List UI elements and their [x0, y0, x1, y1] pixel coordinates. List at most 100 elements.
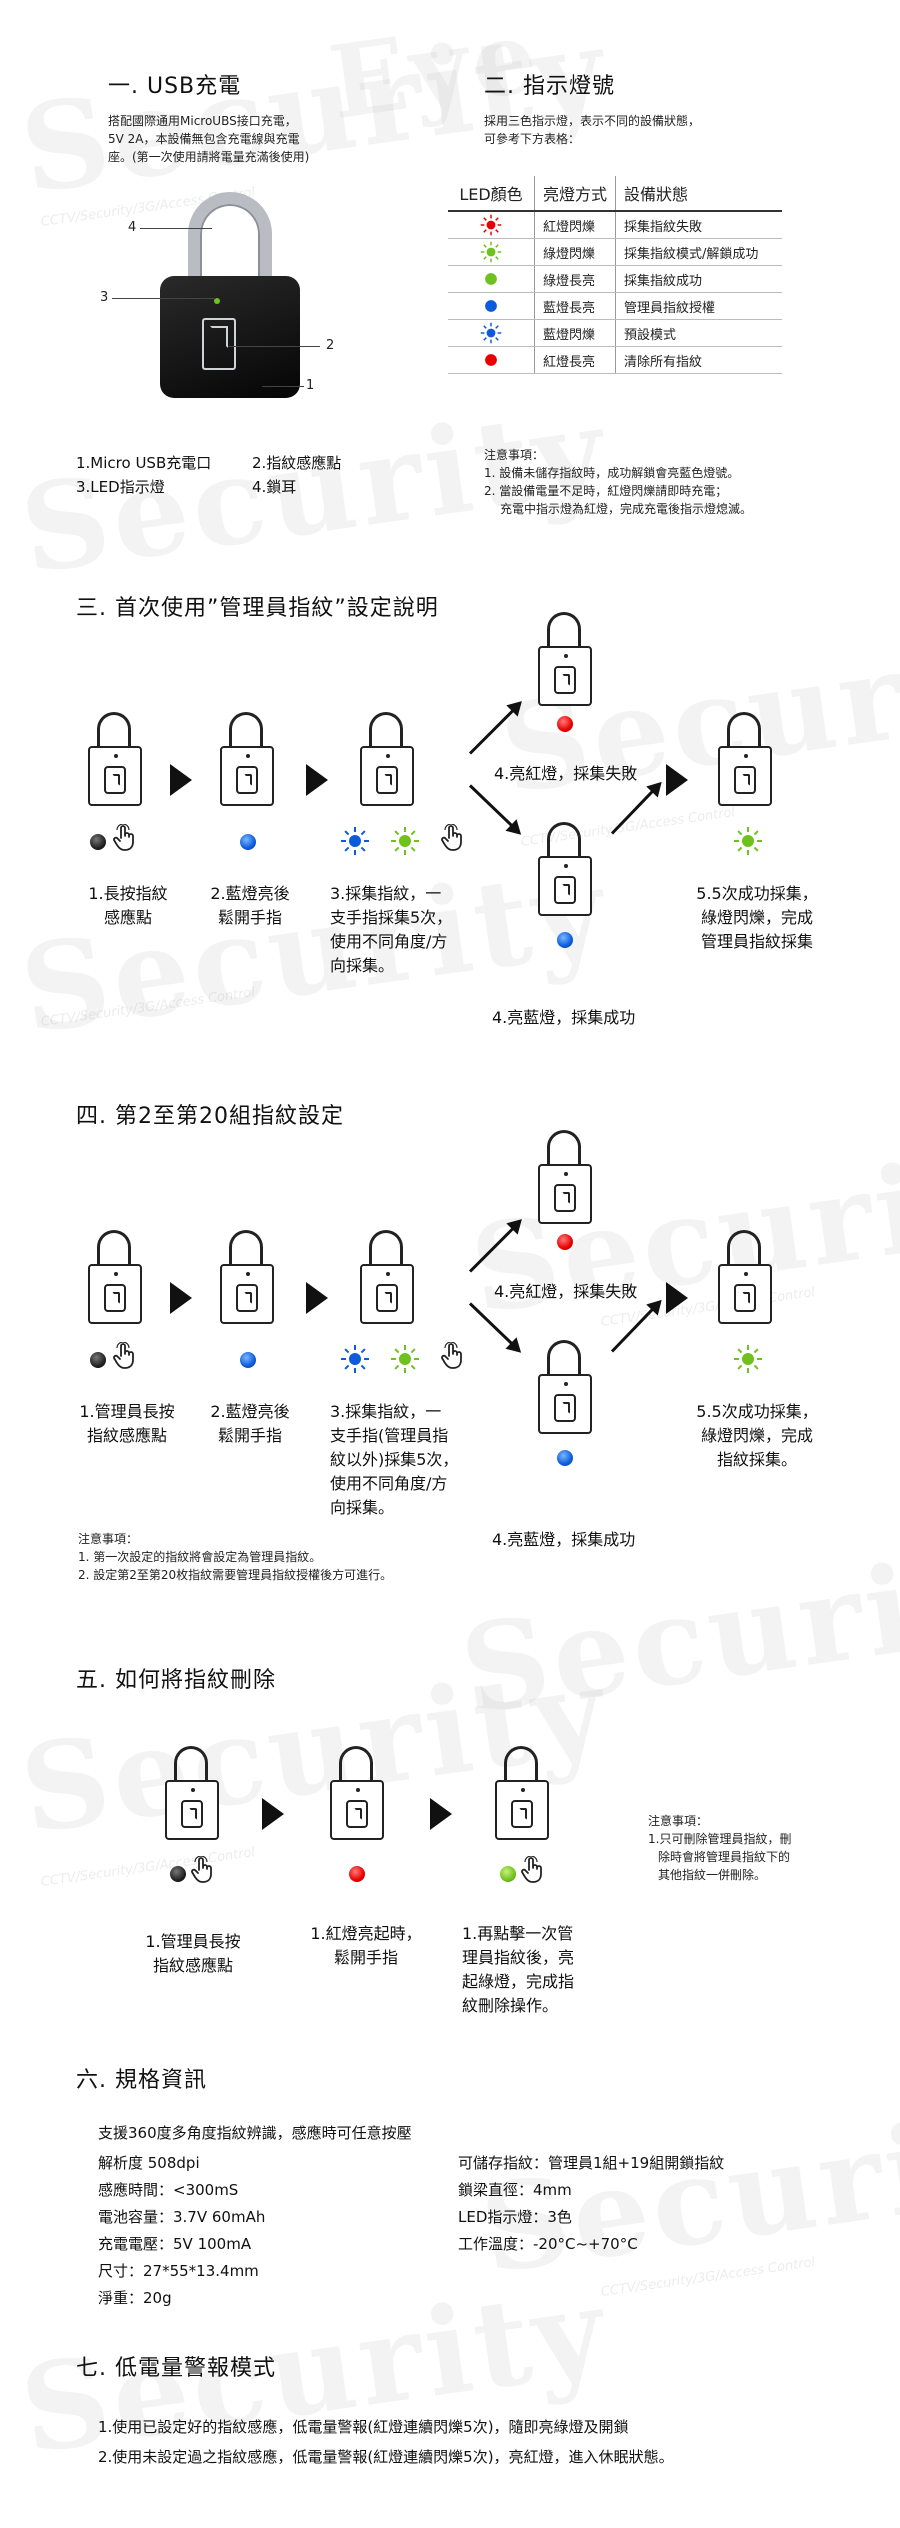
led-flash-icon: [733, 1344, 763, 1374]
led-mode-cell: 紅燈長亮: [533, 346, 616, 374]
lock-body: [88, 1264, 142, 1324]
padlock-icon: [718, 1230, 772, 1326]
s5-step-1-label: 1.管理員長按指紋感應點: [145, 1932, 241, 1975]
fingerprint-icon: [236, 766, 258, 794]
padlock-icon: [88, 712, 142, 808]
s4-step-2-label: 2.藍燈亮後鬆開手指: [210, 1402, 290, 1445]
fingerprint-icon: [554, 1394, 576, 1422]
spec-item: 充電電壓：5V 100mA: [98, 2235, 252, 2253]
s3-success-label: 4.亮藍燈，採集成功: [492, 1008, 636, 1027]
table-header: LED顏色: [448, 176, 535, 212]
s4-success-label: 4.亮藍燈，採集成功: [492, 1530, 636, 1549]
fingerprint-icon: [104, 766, 126, 794]
led-state-cell: 採集指紋模式/解鎖成功: [615, 238, 783, 266]
section-7-title: 七. 低電量警報模式: [76, 2356, 276, 2381]
lock-led-dot: [564, 1172, 568, 1176]
led-mode-cell: 紅燈閃爍: [533, 211, 616, 239]
led-color-cell: [448, 265, 535, 293]
fingerprint-icon: [181, 1800, 203, 1828]
led-flash-icon: [340, 1344, 370, 1374]
padlock-icon: [88, 1230, 142, 1326]
flow-arrow-icon: [306, 764, 328, 796]
section-4-title: 四. 第2至第20組指紋設定: [76, 1104, 344, 1129]
section-3-title: 三. 首次使用”管理員指紋”設定說明: [76, 596, 439, 621]
s4-step-5-label: 5.5次成功採集，綠燈閃爍，完成指紋採集。: [696, 1402, 818, 1469]
padlock-icon: [538, 612, 592, 708]
table-row: 綠燈長亮採集指紋成功: [448, 265, 783, 293]
touch-hand-icon: [112, 1341, 138, 1375]
callout-label: 3: [100, 290, 109, 305]
lock-body: [360, 1264, 414, 1324]
callout-line: [112, 298, 216, 299]
led-color-cell: [448, 292, 535, 320]
section-6-title: 六. 規格資訊: [76, 2068, 207, 2093]
led-icon: [734, 827, 762, 855]
led-icon: [485, 300, 497, 312]
padlock-icon: [330, 1746, 384, 1842]
led-icon: [480, 322, 502, 344]
section-2-title: 二. 指示燈號: [484, 74, 615, 99]
lock-body: [718, 746, 772, 806]
flow-arrow-icon: [306, 1282, 328, 1314]
led-dark-icon: [90, 834, 106, 850]
legend-led: 3.LED指示燈: [76, 478, 165, 496]
legend-sensor: 2.指紋感應點: [252, 454, 342, 472]
spec-item: 鎖梁直徑：4mm: [458, 2181, 572, 2199]
led-color-cell: [448, 346, 535, 374]
callout-label: 4: [128, 220, 137, 235]
padlock-icon: [718, 712, 772, 808]
fingerprint-icon: [554, 1184, 576, 1212]
padlock-icon: [360, 1230, 414, 1326]
led-blue-icon: [557, 932, 573, 948]
led-icon: [485, 354, 497, 366]
spec-item: 尺寸：27*55*13.4mm: [98, 2262, 259, 2280]
section-1-desc: 搭配國際通用MicroUBS接口充電，5V 2A，本設備無包含充電線與充電座。(…: [108, 114, 310, 164]
led-blue-icon: [240, 834, 256, 850]
lock-shackle: [97, 1230, 131, 1266]
lock-led-dot: [744, 1272, 748, 1276]
lock-body: [330, 1780, 384, 1840]
led-blue-icon: [557, 1450, 573, 1466]
lock-shackle: [504, 1746, 538, 1782]
lock-led-dot: [386, 754, 390, 758]
spec-item: 工作溫度：-20°C~+70°C: [458, 2235, 638, 2253]
spec-list-right: 可儲存指紋：管理員1組+19組開鎖指紋 鎖梁直徑：4mm LED指示燈：3色 工…: [458, 2150, 724, 2258]
first-use-flow-diagram: [0, 0, 900, 1080]
callout-label: 1: [306, 378, 315, 393]
lock-led-dot: [114, 754, 118, 758]
led-flash-icon: [340, 826, 370, 856]
lock-led-dot: [564, 1382, 568, 1386]
led-icon: [341, 1345, 369, 1373]
spec-item: 解析度 508dpi: [98, 2154, 200, 2172]
padlock-icon: [220, 712, 274, 808]
lock-body: [220, 746, 274, 806]
touch-hand-icon: [190, 1855, 216, 1889]
led-flash-icon: [390, 1344, 420, 1374]
led-mode-cell: 藍燈閃爍: [533, 319, 616, 347]
led-red-icon: [349, 1866, 365, 1882]
s3-step-3-label: 3.採集指紋，一支手指採集5次，使用不同角度/方向採集。: [330, 884, 453, 975]
fingerprint-icon: [511, 1800, 533, 1828]
led-state-cell: 管理員指紋授權: [615, 292, 783, 320]
callout-line: [262, 386, 304, 387]
lock-body: [538, 1374, 592, 1434]
led-indicator: [214, 298, 220, 304]
lock-shackle: [547, 1130, 581, 1166]
delete-fingerprint-flow-diagram: [165, 1746, 549, 1889]
lock-shackle: [547, 1340, 581, 1376]
section-5-title: 五. 如何將指紋刪除: [76, 1668, 276, 1693]
s4-step-1-label: 1.管理員長按指紋感應點: [79, 1402, 175, 1445]
fingerprint-icon: [554, 666, 576, 694]
callout-line: [228, 346, 320, 347]
s3-fail-label: 4.亮紅燈，採集失敗: [494, 764, 638, 783]
lock-body: [538, 1164, 592, 1224]
table-row: 藍燈長亮管理員指紋授權: [448, 292, 783, 320]
spec-item: 可儲存指紋：管理員1組+19組開鎖指紋: [458, 2154, 725, 2172]
fingerprint-icon: [236, 1284, 258, 1312]
low-battery-notes: 1.使用已設定好的指紋感應，低電量警報(紅燈連續閃爍5次)，隨即亮綠燈及開鎖 2…: [98, 2412, 888, 2472]
table-row: 紅燈閃爍採集指紋失敗: [448, 211, 783, 239]
padlock-product-image: [130, 180, 350, 400]
flow-arrow-icon: [430, 1798, 452, 1830]
touch-hand-icon: [520, 1855, 546, 1889]
lock-body: [88, 746, 142, 806]
